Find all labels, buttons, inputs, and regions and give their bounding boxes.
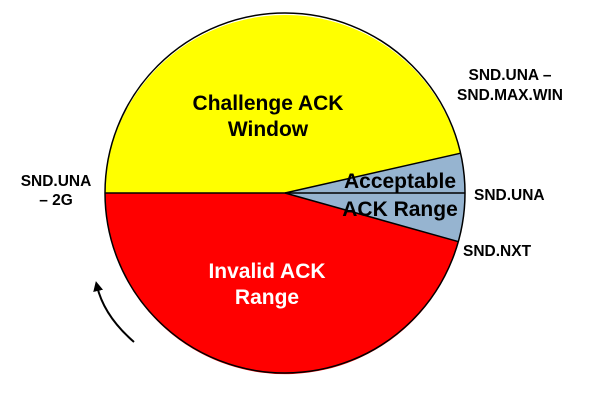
pie-outline bbox=[104, 12, 466, 374]
snd-una-minus-2g-label-line1: SND.UNA bbox=[21, 173, 92, 190]
snd-nxt-boundary bbox=[284, 192, 459, 243]
snd-una-minus-max-win-label-line2: SND.MAX.WIN bbox=[457, 87, 563, 104]
challenge-ack-label-line1: Challenge ACK bbox=[193, 92, 344, 115]
snd-una-minus-2g-label-line2: – 2G bbox=[39, 192, 73, 209]
invalid-ack-label-line2: Range bbox=[235, 286, 299, 309]
acceptable-ack-label-line2: ACK Range bbox=[342, 198, 458, 221]
snd-nxt-label: SND.NXT bbox=[463, 243, 532, 260]
snd-una-label: SND.UNA bbox=[474, 187, 545, 204]
challenge-ack-label-line2: Window bbox=[228, 118, 309, 141]
challenge-ack-window-wedge bbox=[105, 14, 461, 193]
acceptable-ack-range-wedge bbox=[285, 153, 465, 242]
curved-arrow-icon bbox=[93, 281, 135, 343]
snd-max-win-boundary bbox=[284, 152, 461, 194]
snd-una-minus-max-win-label-line1: SND.UNA – bbox=[469, 67, 552, 84]
invalid-ack-range-wedge bbox=[104, 193, 459, 375]
invalid-ack-label-line1: Invalid ACK bbox=[208, 260, 325, 283]
acceptable-ack-label-line1: Acceptable bbox=[344, 170, 456, 193]
